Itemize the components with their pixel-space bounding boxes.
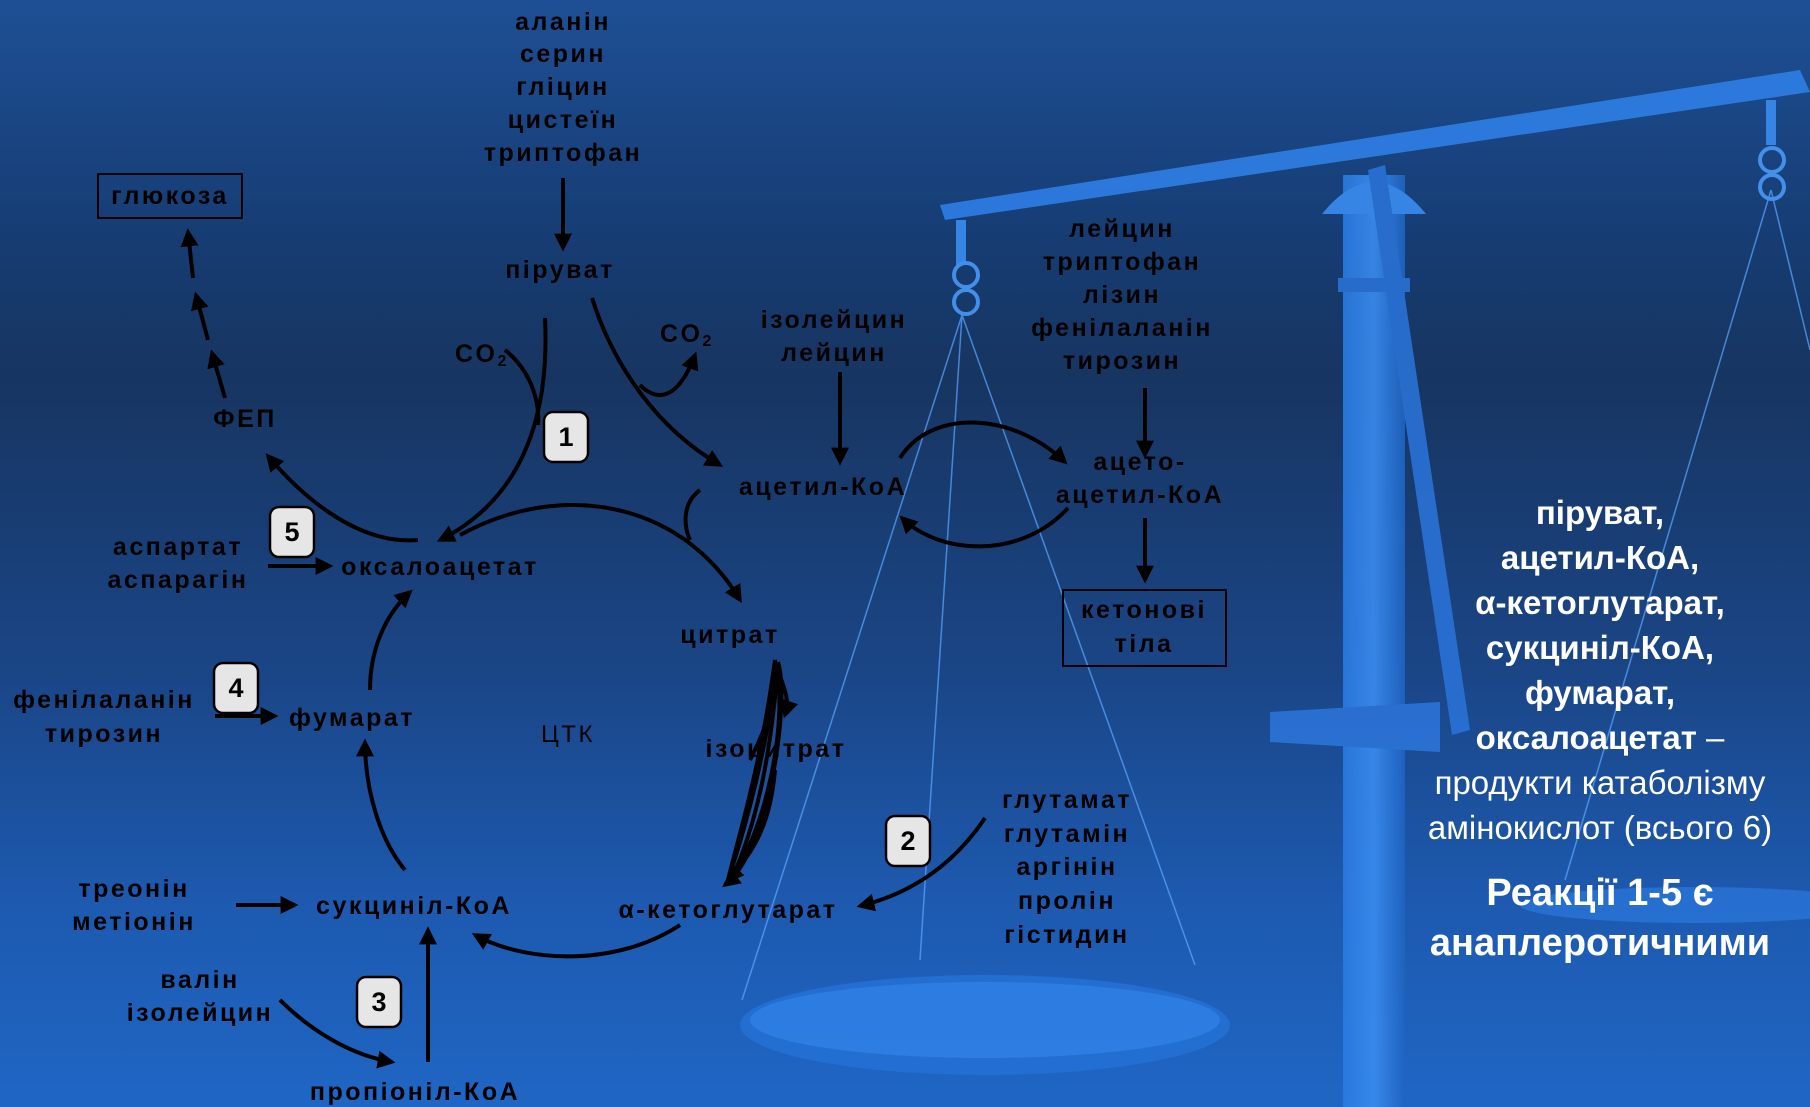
fumarate-label: фумарат (289, 704, 415, 732)
desc-line-1: продукти катаболізму (1434, 764, 1766, 801)
pyruvate-inputs: аланін серин гліцин цистеїн триптофан (484, 8, 643, 167)
product-dash: – (1696, 719, 1725, 756)
isocitrate-label: ізоцитрат (706, 735, 847, 763)
title-line-1: Реакції 1-5 є (1486, 872, 1714, 914)
tca-cycle-label: ЦТК (541, 721, 595, 748)
desc-line-2: амінокислот (всього 6) (1427, 809, 1773, 846)
product-acetyl-coa: ацетил-КоА, (1500, 539, 1700, 576)
acetoacetyl-coa-label-2: ацетил-КоА (1056, 481, 1224, 509)
input-serine: серин (520, 40, 606, 68)
co2-left-label: CO2 (455, 340, 509, 370)
succinyl-input-methionine: метіонін (72, 908, 196, 936)
input-tryptophan: триптофан (484, 139, 643, 167)
pep-label: ФЕП (213, 405, 276, 433)
acetoacetyl-input-tryptophan: триптофан (1043, 248, 1202, 276)
succinyl-coa-label: сукциніл-КоА (316, 892, 512, 920)
glucose-box (97, 173, 243, 219)
product-fumarate: фумарат, (1524, 674, 1676, 711)
acetoacetyl-coa-label-1: ацето- (1093, 448, 1186, 476)
acetoacetyl-input-lysine: лізин (1083, 281, 1161, 309)
reaction-4-badge: 4 (228, 673, 243, 703)
product-pyruvate: піруват, (1535, 494, 1665, 531)
propionyl-input-isoleucine: ізолейцин (127, 999, 274, 1027)
ketone-bodies-label-2: тіла (1115, 630, 1174, 658)
reaction-badges: 1 2 3 4 5 (212, 410, 932, 1029)
pyruvate-label: піруват (505, 256, 615, 284)
reaction-3-badge: 3 (371, 987, 386, 1017)
succinyl-input-threonine: треонін (78, 875, 189, 903)
product-oxaloacetate: оксалоацетат (1475, 719, 1697, 756)
co2-right-label: CO2 (660, 320, 714, 350)
acetyl-coa-label: ацетил-КоА (739, 473, 907, 501)
acetyl-input-isoleucine: ізолейцин (761, 306, 908, 334)
oxaloacetate-label: оксалоацетат (341, 553, 539, 581)
product-alpha-kg: α-кетоглутарат, (1475, 584, 1725, 621)
glucose-label: глюкоза (111, 182, 229, 210)
pathway-arrows-main (725, 661, 799, 883)
akg-inputs: глутамат глутамін аргінін пролін гістиди… (1002, 786, 1132, 949)
akg-input-arginine: аргінін (1016, 853, 1117, 881)
acetoacetyl-input-phenylalanine: фенілаланін (1031, 314, 1213, 342)
reaction-5-badge: 5 (284, 517, 299, 547)
product-succinyl-coa: сукциніл-КоА, (1485, 629, 1715, 666)
acetyl-input-leucine: лейцин (781, 339, 887, 367)
pathway-arrows (180, 178, 1154, 1069)
fumarate-input-phenylalanine: фенілаланін (13, 686, 195, 714)
akg-input-glutamate: глутамат (1002, 786, 1132, 814)
ketone-box (1062, 589, 1227, 667)
akg-input-histidine: гістидин (1004, 921, 1129, 949)
propionyl-coa-label: пропіоніл-КоА (310, 1078, 520, 1106)
acetoacetyl-input-leucine: лейцин (1069, 215, 1175, 243)
input-cysteine: цистеїн (508, 106, 618, 134)
oxaloacetate-input-asparagine: аспарагін (108, 566, 249, 594)
akg-input-glutamine: глутамін (1004, 820, 1130, 848)
acetoacetyl-inputs: лейцин триптофан лізин фенілаланін тироз… (1031, 215, 1213, 375)
input-alanine: аланін (515, 8, 611, 36)
citrate-label: цитрат (680, 621, 779, 649)
side-summary-text: піруват, ацетил-КоА, α-кетоглутарат, сук… (1395, 490, 1805, 968)
propionyl-input-valine: валін (160, 966, 239, 994)
oxaloacetate-input-aspartate: аспартат (113, 533, 243, 561)
reaction-1-badge: 1 (558, 422, 573, 452)
ketone-bodies-label-1: кетонові (1081, 596, 1207, 624)
product-oxaloacetate-line: оксалоацетат – (1395, 715, 1805, 760)
alpha-ketoglutarate-label: α-кетоглутарат (618, 896, 837, 924)
akg-input-proline: пролін (1018, 887, 1116, 915)
input-glycine: гліцин (516, 73, 609, 101)
reaction-2-badge: 2 (900, 826, 915, 856)
acetoacetyl-input-tyrosine: тирозин (1063, 347, 1181, 375)
fumarate-input-tyrosine: тирозин (45, 720, 163, 748)
title-line-2: анаплеротичними (1429, 922, 1771, 964)
